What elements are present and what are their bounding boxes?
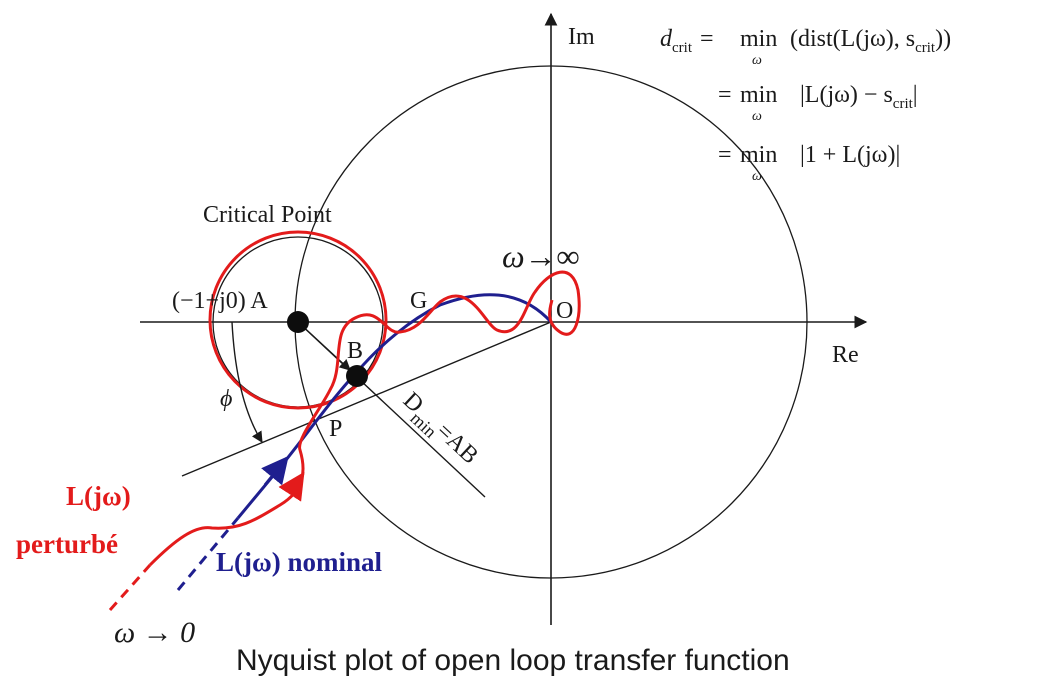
ab-arrow — [297, 321, 351, 371]
svg-text:ω: ω — [752, 169, 762, 184]
re-axis-label: Re — [832, 342, 859, 368]
phi-label: ϕ — [220, 386, 232, 412]
svg-text:|L(jω) − scrit|: |L(jω) − scrit| — [800, 82, 918, 112]
perturbed-curve-dashed — [108, 564, 152, 611]
perturbed-label-line1: L(jω) — [66, 481, 131, 511]
nominal-curve — [236, 293, 553, 519]
omega-infinity-label: ω→∞ — [502, 238, 579, 274]
svg-text:min: min — [740, 142, 777, 168]
svg-text:(dist(L(jω), scrit)): (dist(L(jω), scrit)) — [790, 26, 951, 56]
point-p-label: P — [329, 416, 342, 442]
point-o-label: O — [556, 298, 573, 324]
svg-text:ω: ω — [752, 109, 762, 124]
svg-text:min: min — [740, 82, 777, 108]
critical-point-a — [287, 311, 309, 333]
point-b-label: B — [347, 338, 363, 364]
svg-text:=: = — [718, 142, 732, 168]
dmin-label: Dmin=AB — [394, 387, 483, 473]
point-a-label: (−1+j0) A — [172, 288, 268, 314]
svg-text:Dmin=AB: Dmin=AB — [394, 387, 483, 473]
critical-point-title: Critical Point — [203, 202, 332, 228]
perturbed-direction-arrow — [278, 471, 305, 502]
point-g-label: G — [410, 288, 427, 314]
perturbed-label-line2: perturbé — [16, 529, 118, 559]
svg-text:min: min — [740, 26, 777, 52]
svg-text:|1 + L(jω)|: |1 + L(jω)| — [800, 142, 900, 168]
perturbed-critical-circle — [208, 230, 388, 410]
phi-arc — [231, 321, 263, 443]
svg-text:=: = — [718, 82, 732, 108]
svg-text:dcrit=: dcrit= — [660, 26, 714, 56]
svg-text:ω: ω — [752, 53, 762, 68]
nominal-direction-arrow — [261, 455, 289, 486]
omega-zero-label: ω → 0 — [114, 616, 195, 649]
phase-margin-line — [181, 321, 552, 477]
diagram-caption: Nyquist plot of open loop transfer funct… — [236, 644, 790, 677]
im-axis-label: Im — [568, 24, 595, 50]
formula-block: dcrit= min ω (dist(L(jω), scrit)) = min … — [660, 26, 951, 184]
perturbed-curve — [148, 270, 581, 567]
nominal-label: L(jω) nominal — [216, 547, 382, 577]
point-b — [346, 365, 368, 387]
